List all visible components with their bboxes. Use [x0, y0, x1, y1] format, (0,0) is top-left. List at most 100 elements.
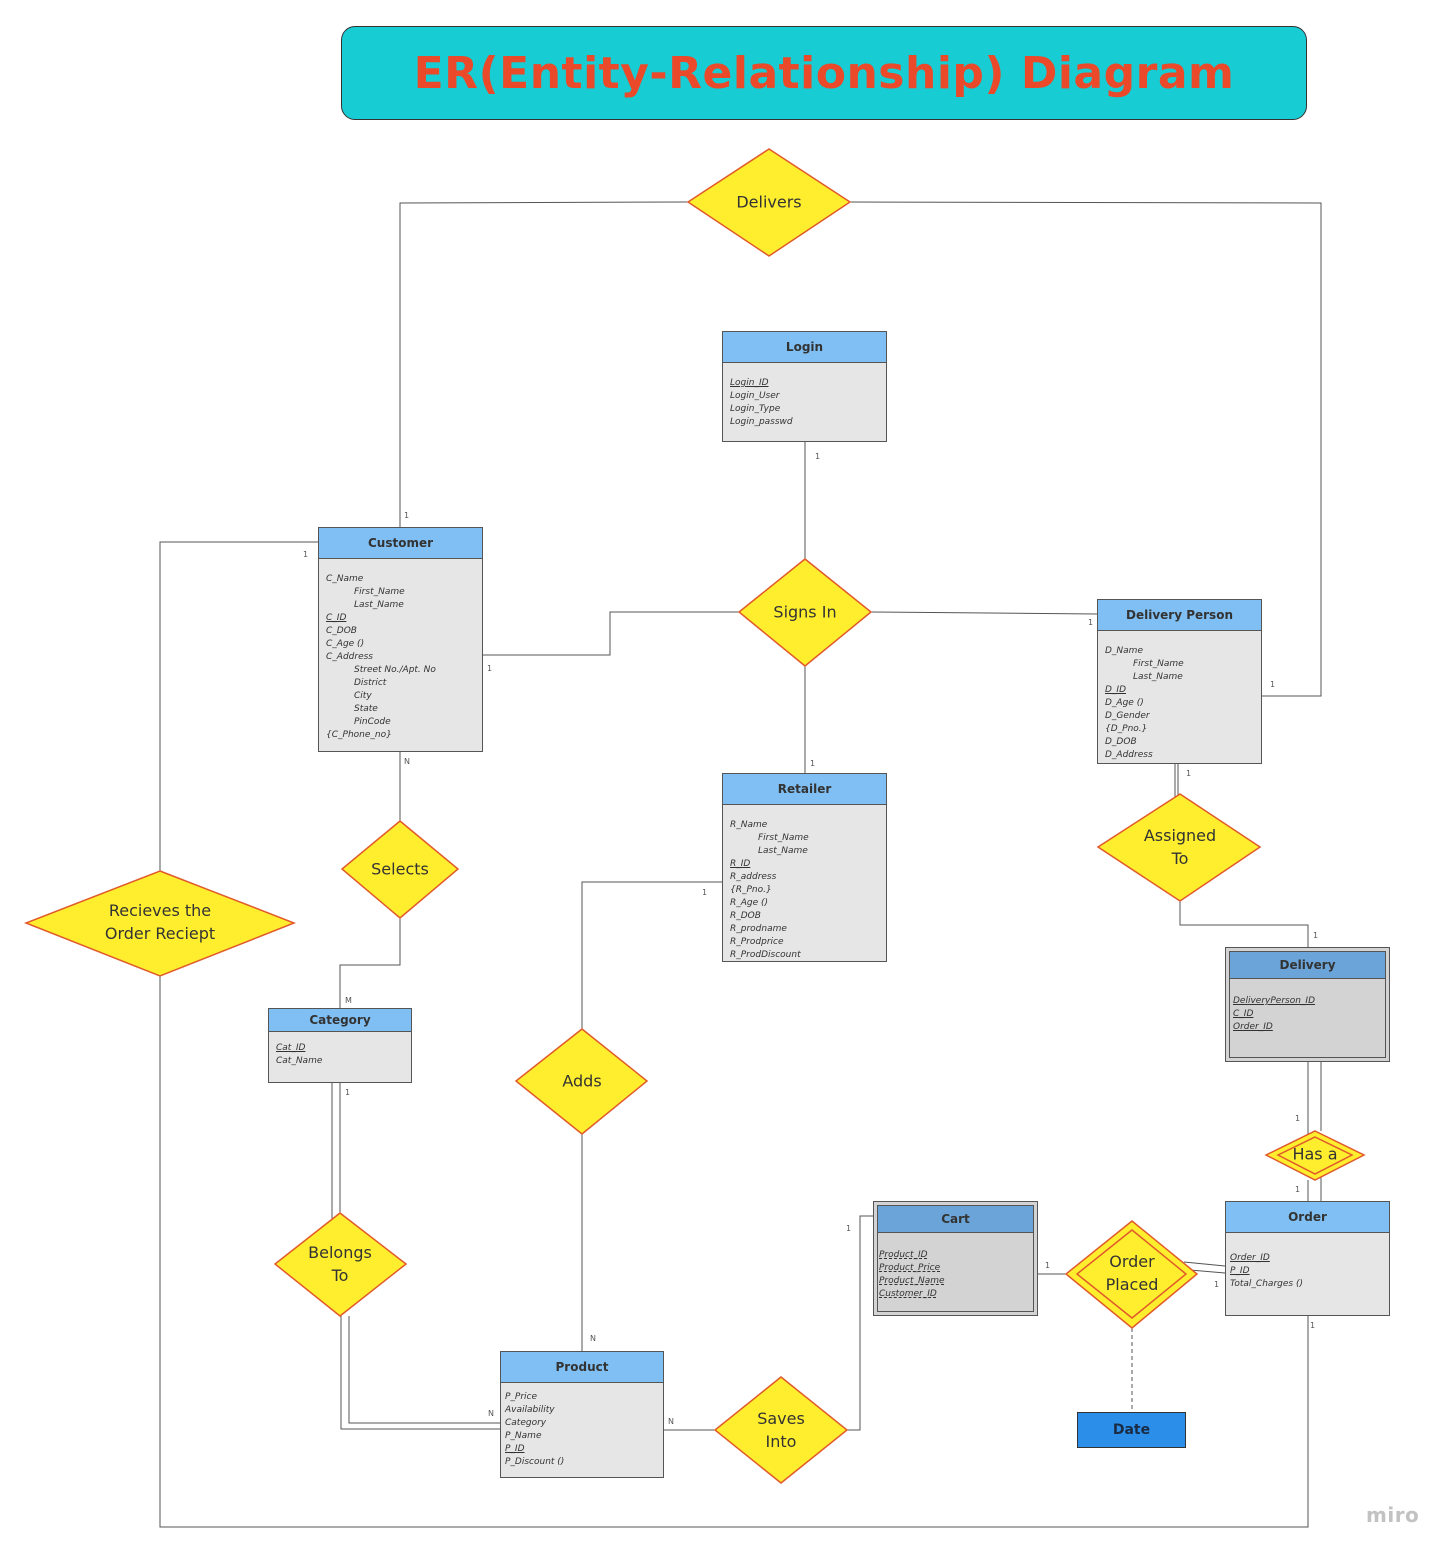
entity-attribute: C_Address	[326, 652, 373, 662]
cardinality-label: 1	[815, 452, 821, 461]
entity-attribute: R_DOB	[730, 911, 761, 921]
entity-attribute: City	[354, 691, 372, 701]
entity-attribute: Order_ID	[1233, 1022, 1273, 1032]
order-placed-relationship-inner	[1075, 1229, 1188, 1319]
entity-attribute: R_Age ()	[730, 898, 769, 908]
cardinality-label: 1	[1295, 1114, 1301, 1123]
entity-attribute: P_Price	[505, 1392, 538, 1402]
entity-attribute	[1230, 1239, 1385, 1252]
entity-attribute: Product_ID	[879, 1250, 928, 1260]
entity-header: Delivery Person	[1098, 600, 1261, 631]
cardinality-label: 1	[303, 550, 309, 559]
delivers-label: Delivers	[736, 192, 802, 212]
entity-attribute: Last_Name	[1133, 672, 1183, 682]
entity-attribute: P_Discount ()	[505, 1457, 565, 1467]
entity-attribute: P_ID	[505, 1444, 525, 1454]
connector-receives-order	[159, 976, 1309, 1528]
entity-attribute: D_ID	[1105, 685, 1127, 695]
connector-saves-cart	[847, 1215, 874, 1431]
cardinality-label: 1	[1310, 1321, 1316, 1330]
connector-customer-receives	[159, 541, 318, 871]
connector-delivers-delivery-person	[849, 201, 1322, 697]
cardinality-label: 1	[487, 664, 493, 673]
saves-into-label: Saves Into	[757, 1409, 805, 1451]
entity-attribute: C_Age ()	[326, 639, 365, 649]
entity-attribute: PinCode	[354, 717, 391, 727]
entity-attribute: Login_Type	[730, 404, 781, 414]
entity-attribute: D_DOB	[1105, 737, 1137, 747]
cardinality-label: 1	[810, 759, 816, 768]
entity-header: Cart	[878, 1206, 1033, 1233]
connector-retailer-adds	[581, 881, 722, 1029]
cardinality-label: 1	[1270, 680, 1276, 689]
connector-customer-signs-in	[483, 611, 739, 656]
entity-attribute: Customer_ID	[879, 1289, 937, 1299]
entity-attribute: C_ID	[1233, 1009, 1254, 1019]
entity-attribute: Cat_Name	[276, 1056, 323, 1066]
entity-attribute: R_address	[730, 872, 777, 882]
entity-attribute: Last_Name	[758, 846, 808, 856]
connector-selects-category	[339, 918, 401, 1008]
entity-attribute: P_Name	[505, 1431, 542, 1441]
connector-order-placed-order-a	[1183, 1261, 1226, 1267]
entity-attribute: First_Name	[354, 587, 405, 597]
adds-label: Adds	[562, 1071, 602, 1091]
saves-into-relationship-shape	[713, 1376, 849, 1484]
cardinality-label: N	[488, 1409, 494, 1418]
entity-attribute: D_Gender	[1105, 711, 1150, 721]
entity-attribute: District	[354, 678, 387, 688]
cardinality-label: 1	[1214, 1280, 1220, 1289]
date-attribute[interactable]: Date	[1077, 1412, 1186, 1448]
entity-attribute: Total_Charges ()	[1230, 1279, 1303, 1289]
receives-relationship-shape	[23, 870, 297, 977]
entity-attribute: D_Age ()	[1105, 698, 1144, 708]
connector-signs-in-delivery-person	[870, 611, 1098, 615]
title-banner: ER(Entity-Relationship) Diagram	[341, 26, 1307, 120]
entity-attribute: Availability	[505, 1405, 555, 1415]
entity-attribute: R_Prodprice	[730, 937, 784, 947]
entity-attribute: P_ID	[1230, 1266, 1250, 1276]
assigned-to-relationship-shape	[1096, 793, 1262, 902]
entity-attribute	[1233, 982, 1381, 995]
entity-header: Order	[1226, 1202, 1389, 1233]
entity-attribute: D_Address	[1105, 750, 1153, 760]
assigned-to-label: Assigned To	[1143, 826, 1217, 868]
connector-delivers-customer	[399, 201, 689, 527]
cardinality-label: 1	[1186, 769, 1192, 778]
entity-attribute: State	[354, 704, 378, 714]
cardinality-label: 1	[404, 511, 410, 520]
entity-attribute: C_Name	[326, 574, 364, 584]
entity-attribute	[879, 1236, 1029, 1249]
receives-label: Recieves the Order Reciept	[104, 901, 216, 943]
entity-attribute: {R_Pno.}	[730, 885, 772, 895]
miro-watermark: miro	[1366, 1503, 1420, 1527]
belongs-to-label: Belongs To	[308, 1243, 372, 1285]
entity-attribute: C_DOB	[326, 626, 357, 636]
entity-attribute: {D_Pno.}	[1105, 724, 1148, 734]
delivers-relationship-shape	[686, 148, 852, 257]
entity-attribute: C_ID	[326, 613, 347, 623]
entity-attribute: First_Name	[1133, 659, 1184, 669]
connector-belongs-product-b	[348, 1316, 500, 1424]
connector-assigned-delivery	[1179, 901, 1309, 948]
cardinality-label: N	[590, 1334, 596, 1343]
diagram-title: ER(Entity-Relationship) Diagram	[413, 47, 1235, 99]
